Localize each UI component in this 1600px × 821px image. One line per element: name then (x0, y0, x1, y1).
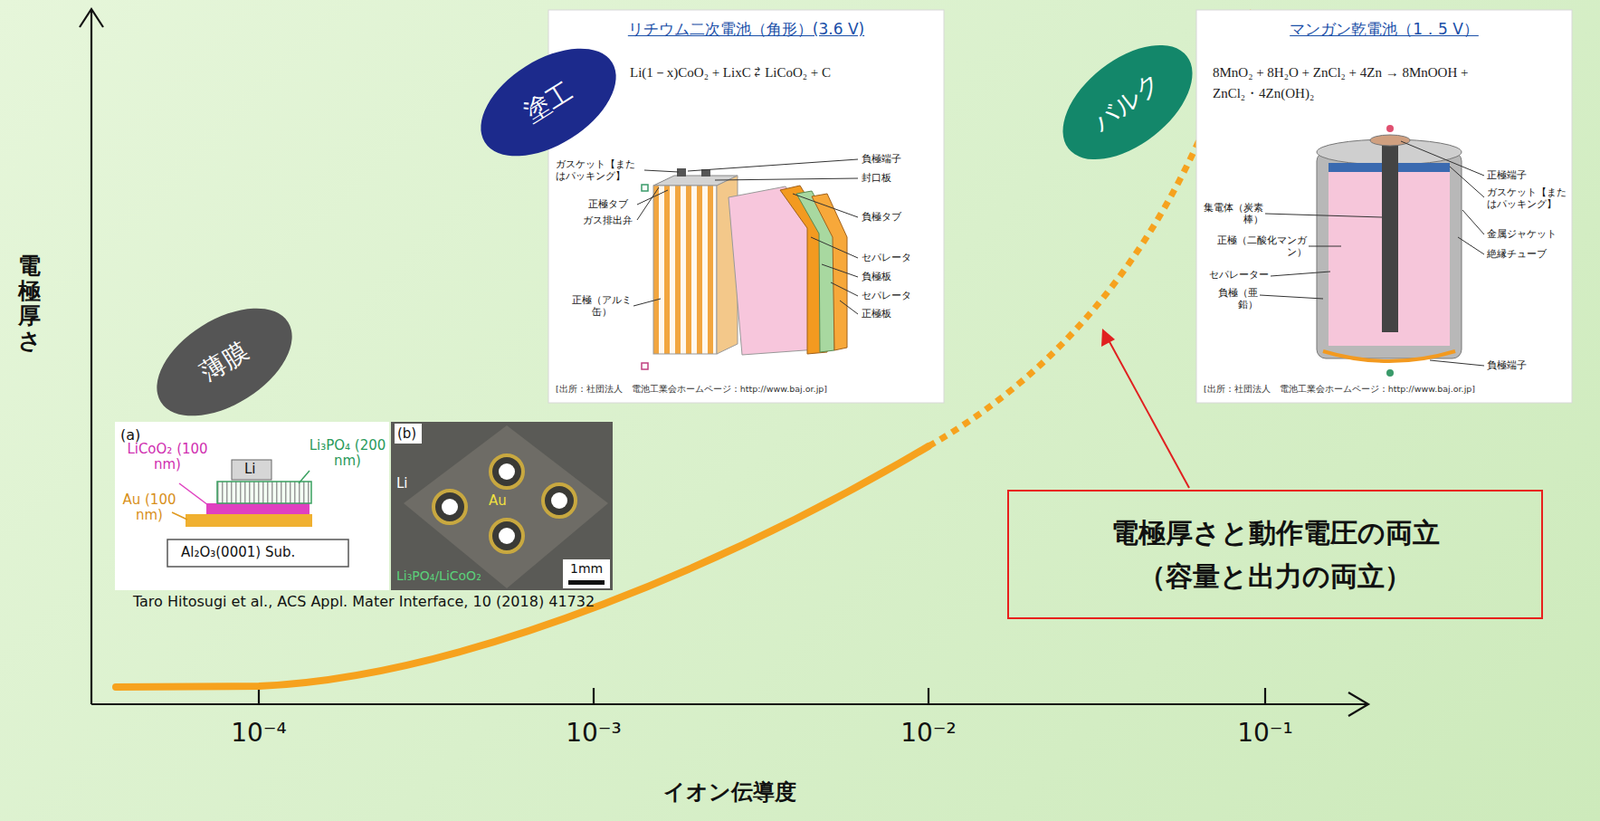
label: Au (100 nm) (117, 492, 181, 524)
source-note: [出所：社団法人 電池工業会ホームページ：http://www.baj.or.j… (1203, 383, 1565, 396)
label: Li₃PO₄ (200 nm) (307, 438, 388, 470)
label: 負極板 (861, 271, 892, 284)
label: 正極タブ (588, 199, 629, 211)
label: ガス排出弁 (582, 215, 633, 228)
label: 10⁻² (883, 718, 974, 748)
label: 10⁻¹ (1219, 718, 1311, 748)
panel-title: リチウム二次電池（角形）(3.6 V) (548, 19, 944, 40)
label: ガスケット【またはパッキング】 (1486, 187, 1569, 210)
axis-title: 電極厚さ (18, 253, 41, 353)
label: Al₂O₃(0001) Sub. (180, 544, 296, 561)
label: 10⁻⁴ (213, 718, 305, 748)
label: 負極タブ (861, 211, 902, 224)
label: 絶縁チューブ (1486, 248, 1547, 261)
label: Taro Hitosugi et al., ACS Appl. Mater In… (119, 593, 609, 610)
label: 負極（亜鉛） (1203, 287, 1258, 311)
label: イオン伝導度 (593, 780, 866, 806)
label: セパレータ (861, 252, 912, 265)
label: 金属ジャケット (1486, 228, 1557, 241)
label: Li (244, 461, 257, 477)
label: 正極板 (861, 308, 892, 321)
panel-title: マンガン乾電池（1．5 V） (1196, 19, 1572, 40)
label: LiCoO₂ (100 nm) (126, 441, 209, 474)
label: Li₃PO₄/LiCoO₂ (396, 568, 482, 583)
label: 正極（二酸化マンガン） (1200, 235, 1307, 258)
oval-fill (462, 26, 636, 179)
label: Li (396, 476, 409, 492)
callout-text: （容量と出力の両立） (1138, 554, 1412, 599)
label: 10⁻³ (548, 718, 639, 748)
label: 正極端子 (1486, 170, 1527, 182)
category-oval: 薄膜 (136, 285, 312, 439)
label: (b) (397, 426, 417, 442)
label: セパレータ (861, 290, 912, 303)
label: 正極（アルミ缶） (570, 295, 634, 318)
source-note: [出所：社団法人 電池工業会ホームページ：http://www.baj.or.j… (555, 383, 937, 396)
label: 集電体（炭素棒） (1203, 202, 1264, 226)
label: 封口板 (861, 172, 892, 185)
label: 負極端子 (861, 153, 902, 166)
oval-fill (1042, 22, 1214, 182)
oval-fill (138, 285, 312, 439)
reaction-formula: 8MnO₂ + 8H₂O + ZnCl₂ + 4Zn → 8MnOOH + Zn… (1212, 62, 1485, 104)
label: Au (488, 493, 507, 509)
callout-box: 電極厚さと動作電圧の両立（容量と出力の両立） (1007, 489, 1543, 620)
label: 1mm (570, 561, 603, 576)
label: ガスケット【またはパッキング】 (555, 159, 645, 182)
label: セパレーター (1203, 269, 1269, 282)
reaction-formula: Li(1－x)CoO₂ + LixC ⇄ LiCoO₂ + C (629, 62, 866, 84)
label: 負極端子 (1486, 360, 1527, 372)
callout-text: 電極厚さと動作電圧の両立 (1111, 511, 1440, 555)
